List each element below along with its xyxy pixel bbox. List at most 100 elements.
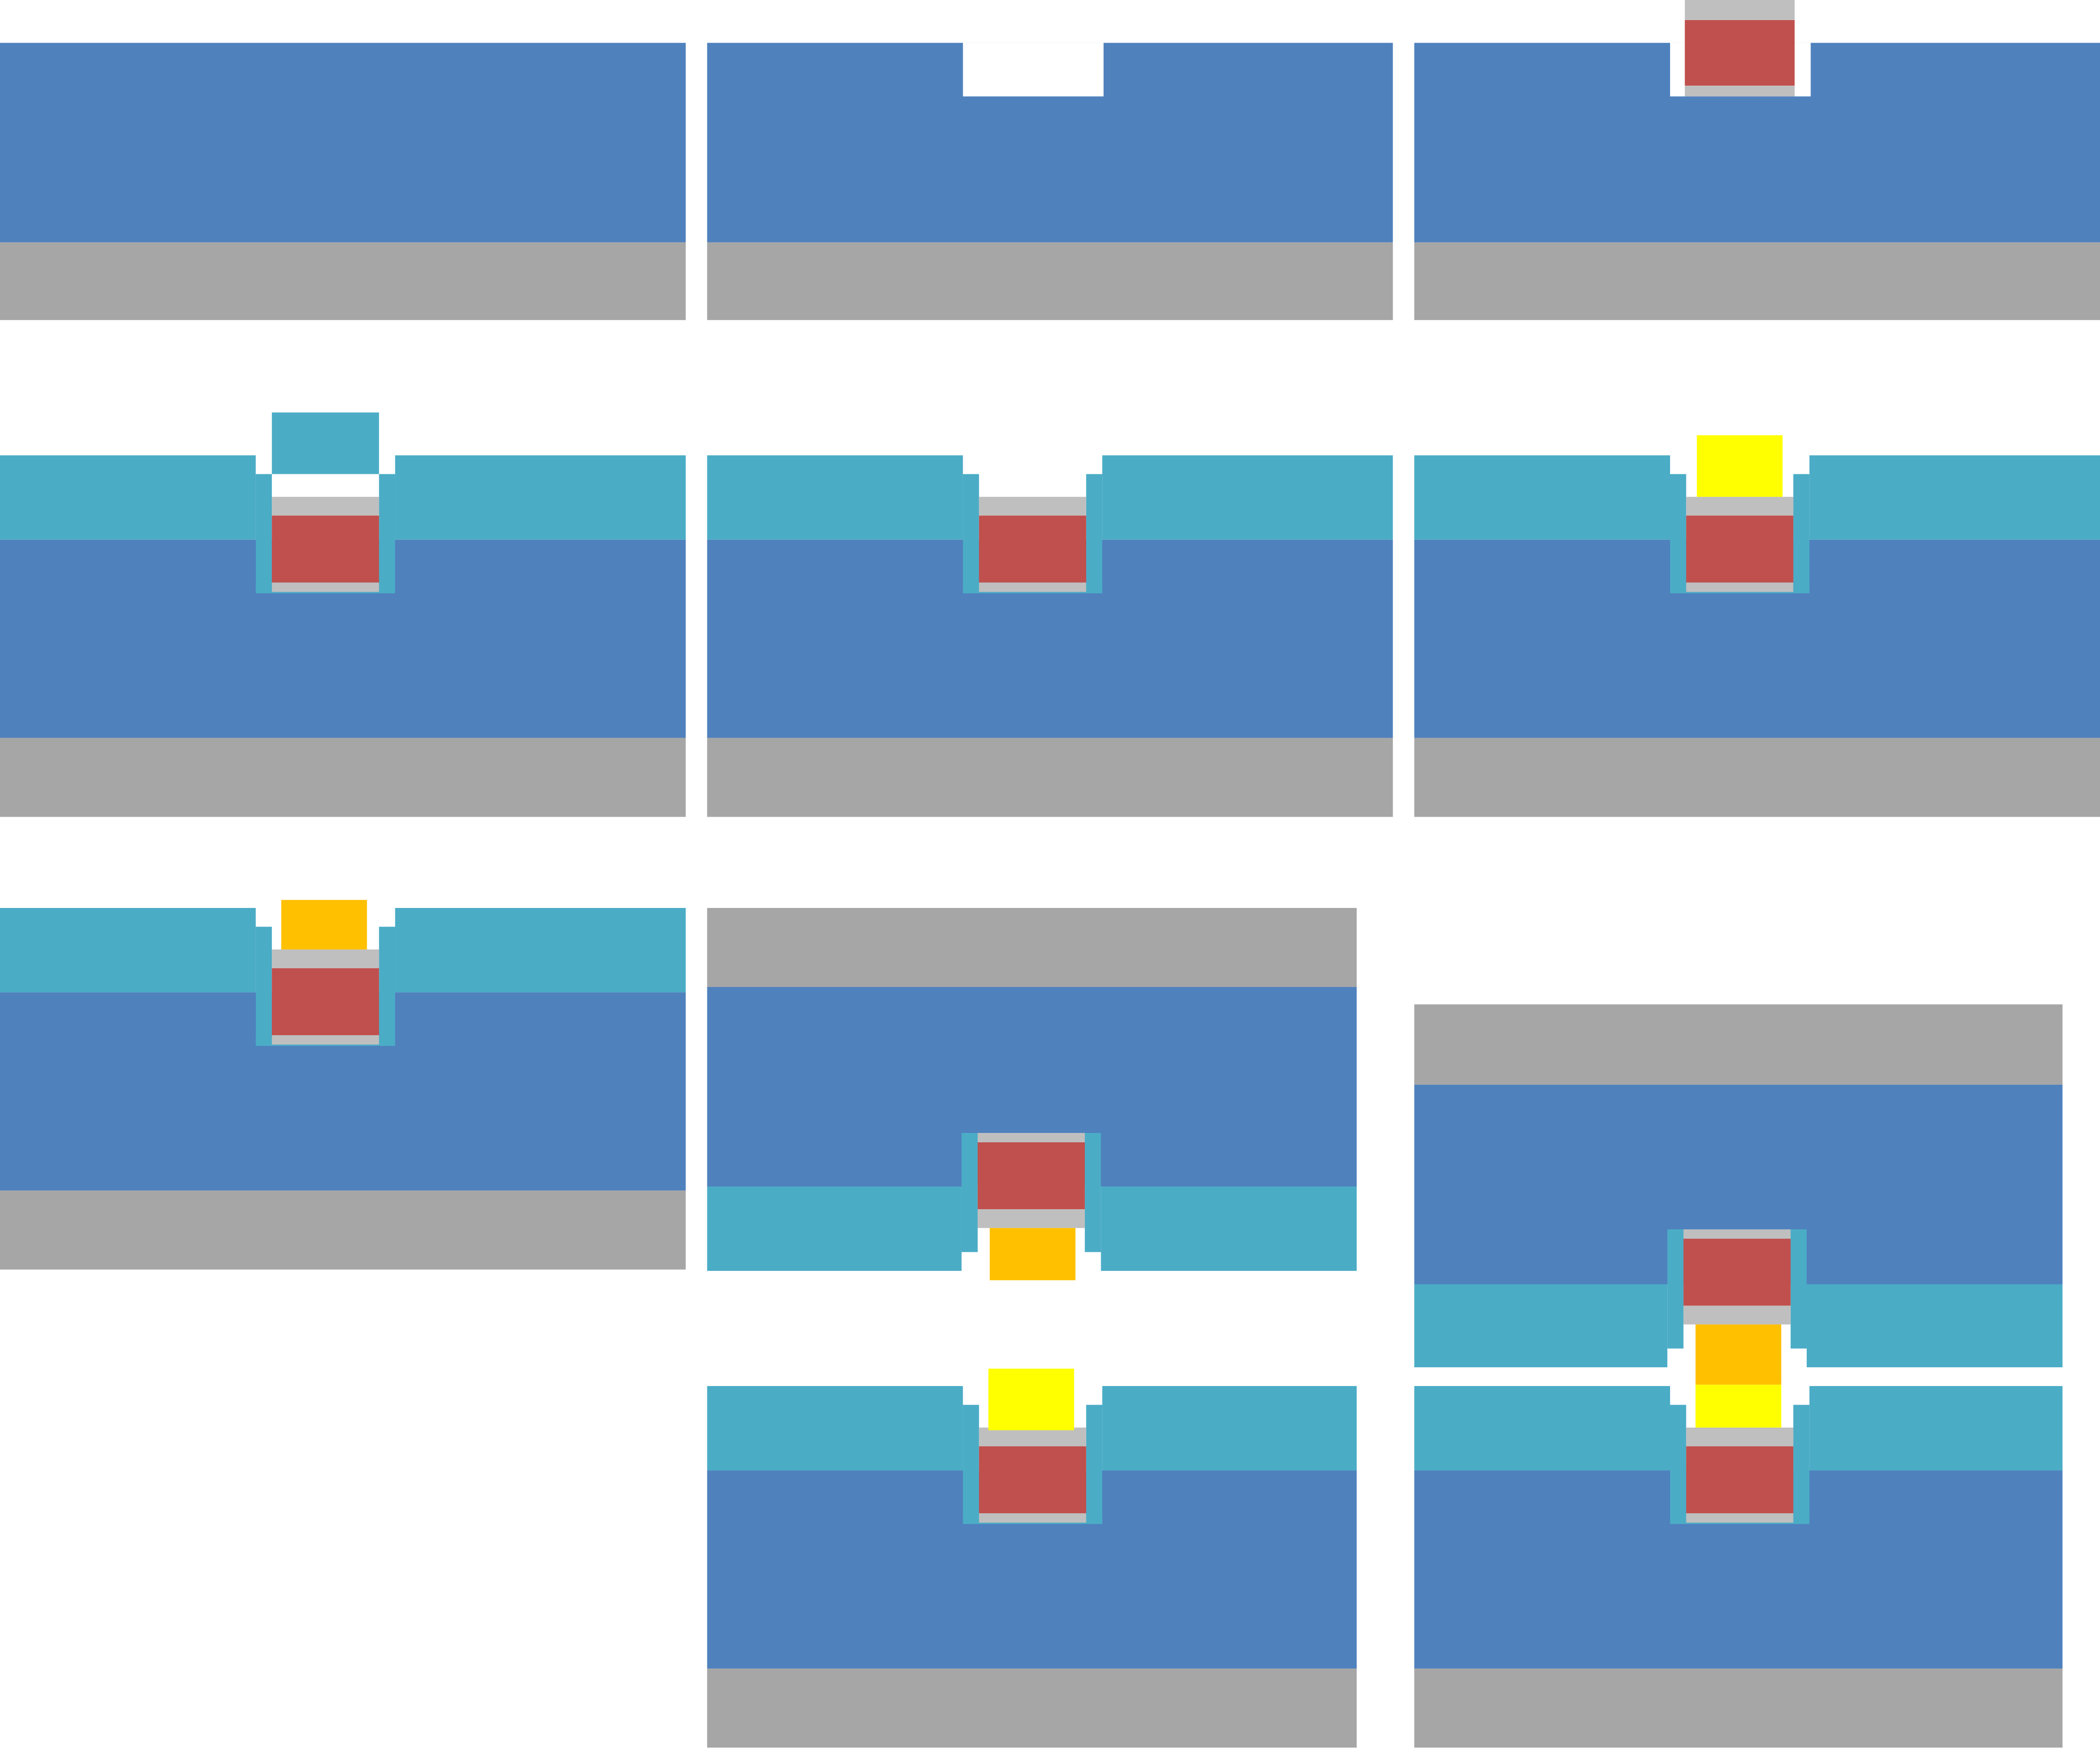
via-liner-left-wall xyxy=(1670,474,1686,594)
top-via-notch-right xyxy=(1790,1348,1807,1367)
liner-layer-left xyxy=(0,455,256,540)
metal-plug xyxy=(272,515,379,583)
barrier-top xyxy=(977,1209,1085,1228)
via-liner-right-wall xyxy=(1086,474,1103,594)
gold-bond-pad xyxy=(1695,1324,1781,1385)
via-liner-left-wall xyxy=(963,1405,979,1524)
via-notch-right xyxy=(1086,1386,1103,1405)
barrier-bottom xyxy=(272,1035,379,1045)
dielectric-layer xyxy=(0,43,686,243)
via-liner-right-wall xyxy=(1793,1405,1809,1524)
via-liner-left-wall xyxy=(255,927,272,1046)
yellow-bond-pad xyxy=(1697,435,1783,497)
metal-plug xyxy=(979,515,1086,583)
substrate-layer xyxy=(707,242,1393,320)
via-notch-left xyxy=(255,455,272,474)
barrier-top xyxy=(1686,1427,1794,1446)
via-liner-right-wall xyxy=(1793,474,1809,594)
barrier-top xyxy=(1685,0,1795,20)
gold-bond-pad xyxy=(989,1228,1075,1280)
top-via-liner-left-wall xyxy=(1667,1229,1684,1349)
barrier-bottom xyxy=(979,1513,1086,1523)
metal-plug xyxy=(1685,20,1795,86)
via-liner-right-wall xyxy=(379,474,395,594)
step-4-liner-deposition xyxy=(0,412,686,817)
step-7-gold-pad xyxy=(0,900,686,1270)
via-liner-left-wall xyxy=(961,1133,978,1252)
liner-layer-right xyxy=(1809,455,2100,540)
barrier-bottom xyxy=(272,582,379,592)
liner-layer-left xyxy=(1414,1386,1671,1471)
via-notch-right xyxy=(1793,455,1809,474)
substrate-layer xyxy=(707,738,1393,817)
via-notch-right xyxy=(379,908,395,927)
barrier-bottom xyxy=(977,1133,1085,1143)
via-liner-right-wall xyxy=(379,927,395,1046)
via-liner-left-wall xyxy=(1670,1405,1686,1524)
yellow-bond-pad xyxy=(1695,1385,1781,1428)
substrate-layer xyxy=(0,242,686,320)
step-2-trench-etch xyxy=(707,43,1393,320)
via-notch-left xyxy=(963,455,979,474)
metal-plug xyxy=(977,1142,1085,1210)
metal-plug xyxy=(979,1446,1086,1514)
yellow-bond-pad xyxy=(988,1368,1075,1430)
via-liner-right-wall xyxy=(1084,1133,1101,1252)
via-notch-left xyxy=(961,1252,978,1271)
via-notch-right xyxy=(1086,455,1103,474)
via-liner-left-wall xyxy=(255,474,272,594)
via-notch-left xyxy=(963,1386,979,1405)
substrate-layer xyxy=(1414,1669,2063,1748)
substrate-layer xyxy=(707,908,1357,987)
substrate-layer xyxy=(1414,738,2100,817)
top-via-notch-left xyxy=(1667,1348,1684,1367)
top-via-liner-right-wall xyxy=(1790,1229,1807,1349)
liner-layer-left xyxy=(1414,455,1671,540)
barrier-top xyxy=(979,1427,1086,1446)
via-notch-left xyxy=(1670,455,1686,474)
via-notch-right xyxy=(1793,1386,1809,1405)
trench-opening xyxy=(963,43,1104,97)
liner-layer-right xyxy=(1101,1186,1357,1271)
via-notch-right xyxy=(379,455,395,474)
via-liner-right-wall xyxy=(1086,1405,1103,1524)
liner-layer-right xyxy=(395,908,686,993)
barrier-top xyxy=(1686,497,1794,516)
barrier-bottom xyxy=(979,582,1086,592)
liner-layer-left xyxy=(0,908,256,993)
barrier-top xyxy=(272,949,379,968)
substrate-layer xyxy=(0,1190,686,1270)
top-liner-right xyxy=(1807,1284,2063,1367)
via-notch-right xyxy=(1084,1252,1101,1271)
substrate-layer xyxy=(1414,242,2100,320)
top-metal-plug xyxy=(1683,1239,1791,1306)
via-notch-left xyxy=(255,908,272,927)
top-barrier-bottom xyxy=(1683,1229,1791,1239)
liner-layer-left xyxy=(707,455,963,540)
barrier-bottom xyxy=(1685,86,1795,97)
via-liner-left-wall xyxy=(963,474,979,594)
liner-layer-left xyxy=(707,1386,963,1471)
liner-cap xyxy=(272,412,379,474)
barrier-top xyxy=(979,497,1086,516)
step-8-flipped-wafer xyxy=(707,908,1357,1280)
step-10-bonded-stack xyxy=(1414,1004,2063,1748)
substrate-layer xyxy=(0,738,686,817)
liner-layer-right xyxy=(395,455,686,540)
metal-plug xyxy=(272,968,379,1035)
step-1-substrate-dielectric xyxy=(0,43,686,320)
via-notch-left xyxy=(1670,1386,1686,1405)
top-barrier-top xyxy=(1683,1306,1791,1325)
top-liner-left xyxy=(1414,1284,1668,1367)
step-5-liner-opening xyxy=(707,455,1393,817)
barrier-bottom xyxy=(1686,1513,1794,1523)
metal-plug xyxy=(1686,1446,1794,1514)
step-6-yellow-pad xyxy=(1414,435,2100,817)
liner-layer-right xyxy=(1809,1386,2063,1471)
liner-layer-left xyxy=(707,1186,962,1271)
top-substrate-layer xyxy=(1414,1004,2063,1085)
barrier-bottom xyxy=(1686,582,1794,592)
step-9-second-wafer xyxy=(707,1368,1357,1748)
substrate-layer xyxy=(707,1669,1357,1748)
